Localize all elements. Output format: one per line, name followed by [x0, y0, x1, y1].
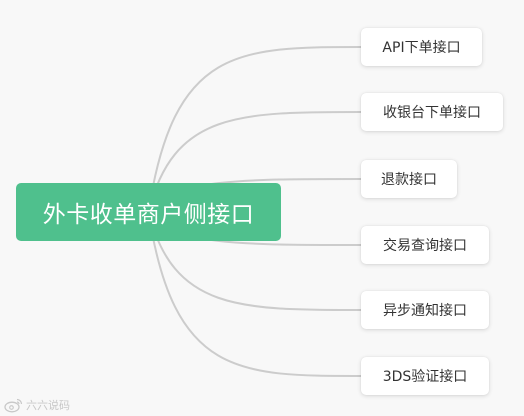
child-node-cashier-order[interactable]: 收银台下单接口: [361, 93, 503, 131]
child-label: 收银台下单接口: [383, 105, 481, 121]
child-label: 3DS验证接口: [382, 369, 468, 385]
child-label: 异步通知接口: [383, 303, 467, 319]
child-label: 退款接口: [381, 172, 437, 188]
child-label: API下单接口: [382, 40, 461, 56]
watermark-text: 六六说码: [26, 399, 70, 412]
connector-line: [147, 211, 362, 311]
connector-line: [147, 211, 362, 377]
child-node-transaction-query[interactable]: 交易查询接口: [361, 226, 489, 264]
root-label: 外卡收单商户侧接口: [42, 202, 255, 228]
child-node-3ds-verify[interactable]: 3DS验证接口: [361, 357, 489, 395]
connector-line: [147, 46, 362, 213]
connector-line: [147, 111, 362, 213]
child-node-api-order[interactable]: API下单接口: [361, 28, 482, 66]
root-node[interactable]: 外卡收单商户侧接口: [16, 183, 281, 241]
weibo-logo-icon: [4, 398, 23, 413]
child-node-async-notify[interactable]: 异步通知接口: [361, 291, 489, 329]
child-label: 交易查询接口: [383, 238, 467, 254]
child-node-refund[interactable]: 退款接口: [361, 160, 457, 198]
watermark: 六六说码: [4, 397, 70, 413]
